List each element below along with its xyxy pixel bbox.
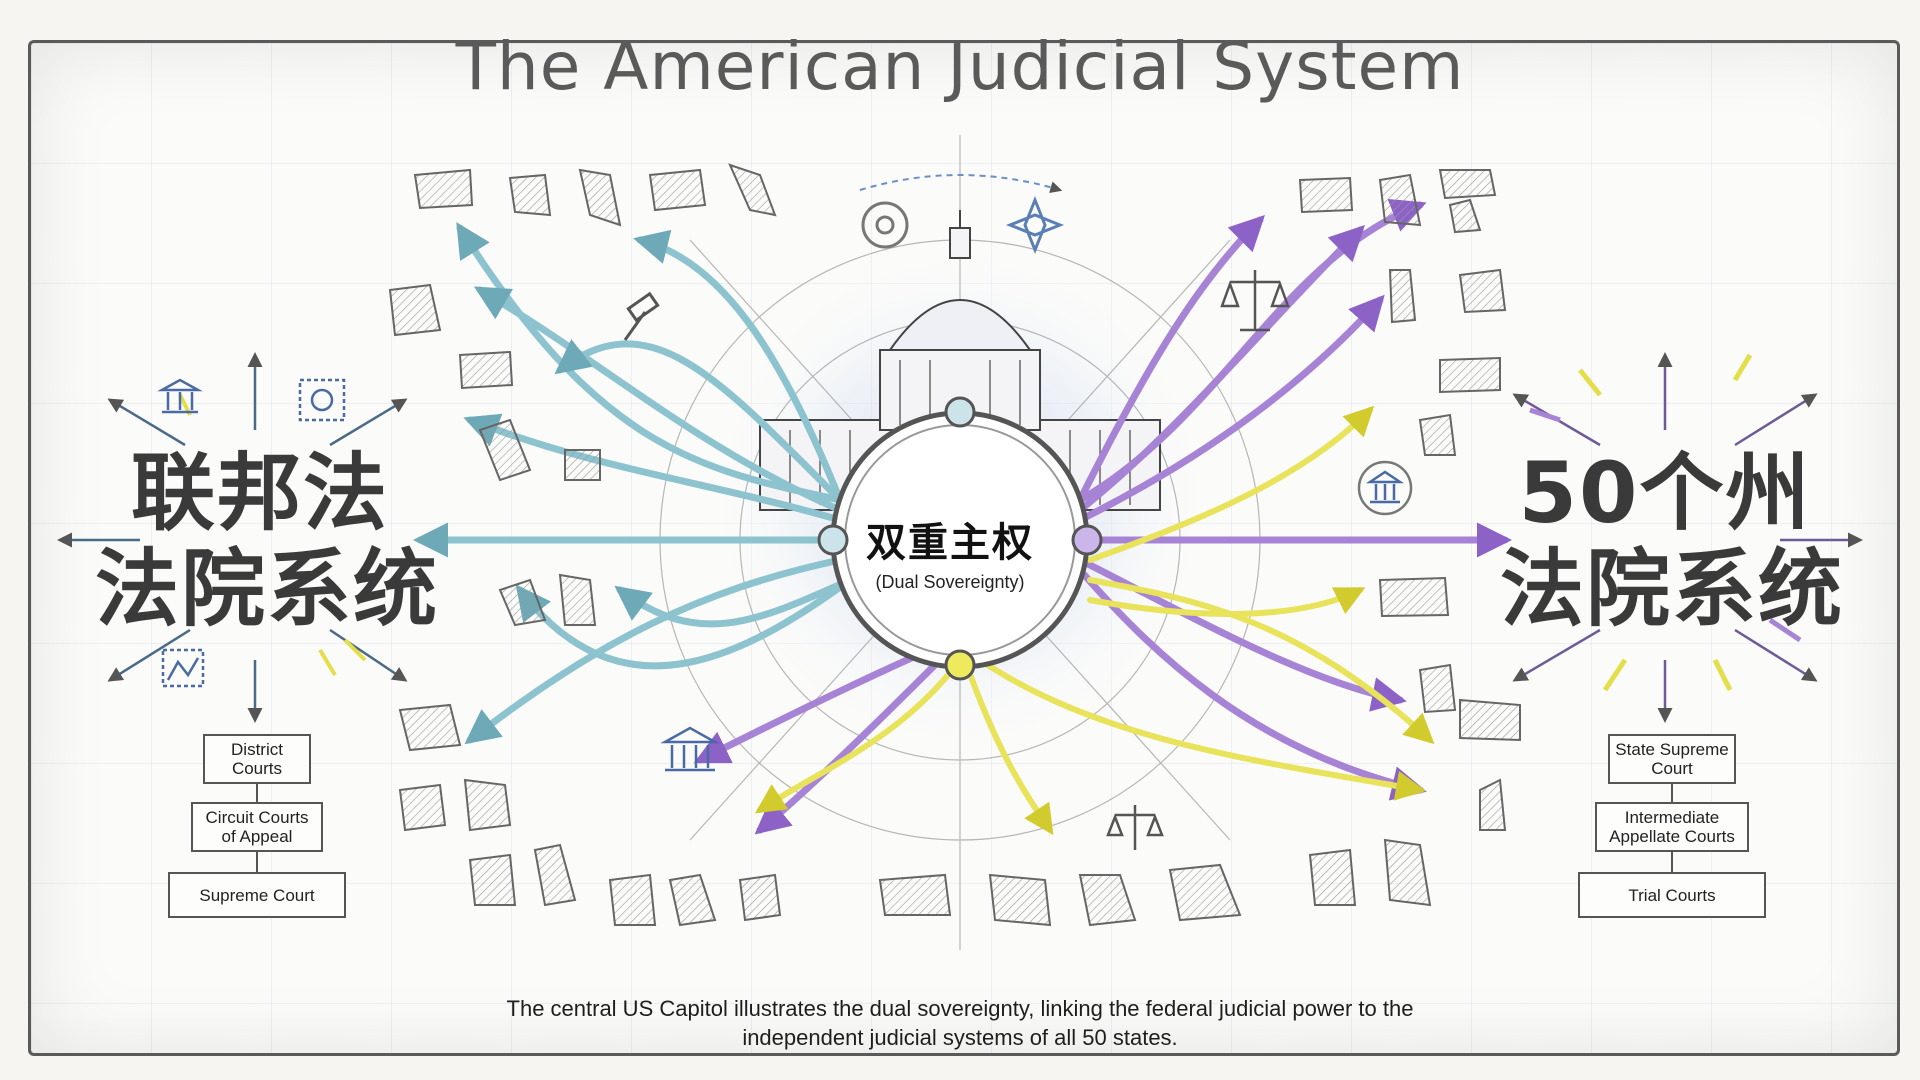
federal-court-district: District Courts — [203, 734, 311, 784]
gavel-icon — [623, 291, 660, 341]
courthouse-icon — [660, 726, 720, 772]
court-hierarchy-connectors — [256, 784, 1673, 872]
center-node-top — [944, 396, 976, 428]
state-title-line-2: 法院系统 — [1500, 540, 1845, 638]
courthouse-icon — [157, 378, 203, 414]
center-node-right — [1071, 524, 1103, 556]
scales-icon — [1220, 270, 1290, 332]
diagram-caption: The central US Capitol illustrates the d… — [506, 996, 1414, 1050]
courthouse-icon — [1357, 460, 1413, 516]
state-outline-icon — [388, 163, 1521, 927]
state-court-system-title: 50个州 法院系统 — [1500, 444, 1845, 638]
federal-court-system-title: 联邦法 法院系统 — [95, 444, 440, 638]
dual-sovereignty-en: (Dual Sovereignty) — [875, 572, 1025, 592]
center-node-left — [817, 524, 849, 556]
scales-icon — [1106, 805, 1164, 850]
top-dashed-arc — [859, 174, 1063, 193]
map-icon — [161, 648, 205, 688]
state-court-intermediate: Intermediate Appellate Courts — [1595, 802, 1749, 852]
dual-sovereignty-cn: 双重主权 — [866, 520, 1034, 566]
connector-arrows — [755, 405, 1435, 835]
diagram-title: The American Judicial System — [455, 28, 1465, 105]
state-title-line-1: 50个州 — [1518, 444, 1812, 542]
federal-arrows — [413, 222, 854, 745]
federal-title-line-1: 联邦法 — [130, 444, 389, 542]
state-sparks — [1529, 353, 1802, 692]
center-label: 双重主权 (Dual Sovereignty) — [830, 510, 1070, 593]
compass-icon — [1005, 195, 1065, 255]
center-node-bottom — [944, 649, 976, 681]
federal-radiating-arrows — [57, 352, 408, 723]
federal-court-circuit: Circuit Courts of Appeal — [191, 802, 323, 852]
state-court-trial: Trial Courts — [1578, 872, 1766, 918]
state-court-supreme: State Supreme Court — [1608, 734, 1736, 784]
gear-icon — [861, 201, 909, 249]
federal-title-line-2: 法院系统 — [95, 540, 440, 638]
gear-icon — [298, 378, 346, 422]
federal-court-supreme: Supreme Court — [168, 872, 346, 918]
